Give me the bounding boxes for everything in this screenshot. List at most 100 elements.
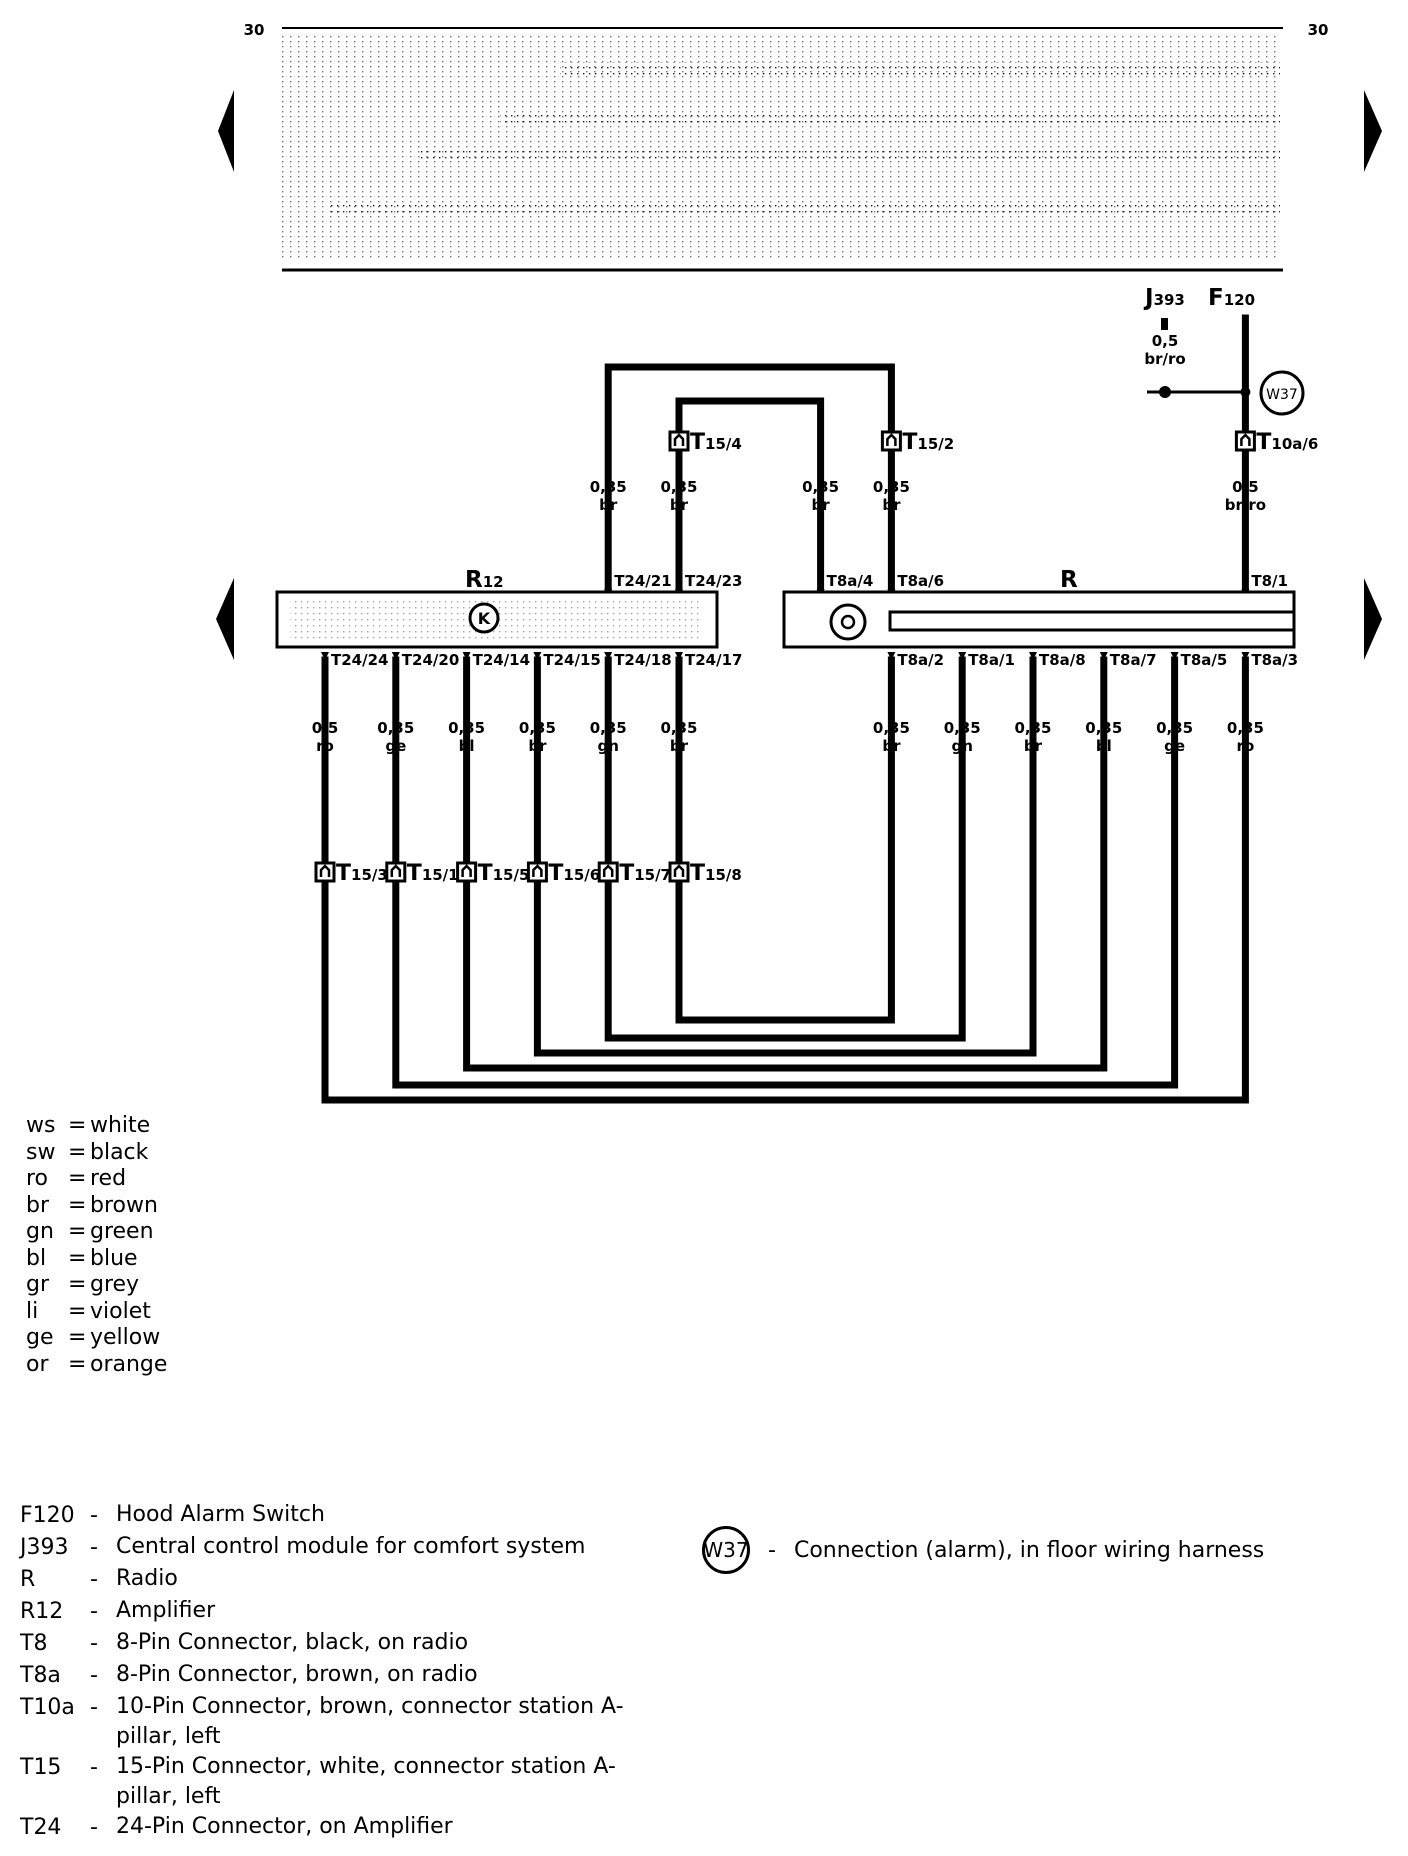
j393-stub-icon xyxy=(1161,318,1168,330)
color-code: gn xyxy=(26,1219,54,1244)
wire-color-label: br xyxy=(599,496,618,514)
legend-description: 8-Pin Connector, brown, on radio xyxy=(116,1662,478,1687)
t15-connector-icon xyxy=(314,861,336,883)
wire-size-label: 0,35 xyxy=(590,719,627,737)
amplifier-symbol-letter: K xyxy=(478,609,491,628)
legend-dash: - xyxy=(90,1535,98,1560)
color-name: brown xyxy=(90,1192,158,1218)
connector-label: T24/24 xyxy=(331,651,388,669)
connector-pin-icon xyxy=(675,652,683,660)
color-code: ws xyxy=(26,1113,56,1138)
wire-color-label: br xyxy=(812,496,831,514)
wire-loop-bottom xyxy=(675,656,895,1024)
legend-dash: - xyxy=(90,1631,98,1656)
legend-dash: - xyxy=(90,1815,98,1840)
legend-description: Central control module for comfort syste… xyxy=(116,1534,586,1559)
t15-connector-icon xyxy=(880,430,902,452)
color-code: sw xyxy=(26,1139,56,1165)
equals-sign: = xyxy=(68,1351,87,1377)
connector-label: T15/8 xyxy=(690,861,742,886)
connector-label: T24/14 xyxy=(473,651,530,669)
t15-connector-icon xyxy=(526,861,548,883)
legend-row: T8a-8-Pin Connector, brown, on radio xyxy=(20,1660,636,1692)
connector-pin-icon xyxy=(1029,652,1037,660)
color-key-row: or=orange xyxy=(26,1352,167,1379)
connector-label: T8a/1 xyxy=(968,651,1015,669)
legend-dash: - xyxy=(768,1537,776,1563)
connector-label: T8a/2 xyxy=(897,651,944,669)
legend-code: J393 xyxy=(20,1535,69,1560)
wire-size-label: 0,35 xyxy=(873,719,910,737)
wire-color-label: ro xyxy=(1237,737,1255,755)
connector-pin-icon xyxy=(321,652,329,660)
connector-label: T8a/4 xyxy=(827,572,874,590)
wire-loop-34-36 xyxy=(675,397,825,592)
legend-description: Amplifier xyxy=(116,1598,216,1623)
connector-label: T24/23 xyxy=(685,572,742,590)
legend-row: R-Radio xyxy=(20,1564,636,1596)
connector-label: T8a/7 xyxy=(1110,651,1157,669)
connector-pin-icon xyxy=(604,582,613,590)
legend-description: 15-Pin Connector, white, connector stati… xyxy=(116,1754,616,1809)
wire-color-label: br xyxy=(670,737,689,755)
color-key-row: ge=yellow xyxy=(26,1325,167,1352)
legend-description: Hood Alarm Switch xyxy=(116,1502,325,1527)
wire-loop-bottom xyxy=(604,656,966,1042)
wire-size-label: 0,35 xyxy=(873,478,910,496)
color-code: br xyxy=(26,1192,50,1218)
wire-color-label: br xyxy=(882,496,901,514)
wire-color-label: br xyxy=(1024,737,1043,755)
wire-size-label: 0,35 xyxy=(660,719,697,737)
connector-pin-icon xyxy=(604,652,613,660)
nav-left-arrow-icon[interactable] xyxy=(218,90,234,172)
legend-row: J393-Central control module for comfort … xyxy=(20,1532,636,1564)
wiring-diagram: 30 30 K R12 R J393 F12 xyxy=(216,21,1382,1104)
legend-code: T24 xyxy=(20,1815,62,1840)
w37-label: W37 xyxy=(1266,387,1298,403)
connector-pin-icon xyxy=(462,652,471,660)
color-name: grey xyxy=(90,1272,140,1297)
color-name: green xyxy=(90,1219,154,1244)
color-key-row: ws=white xyxy=(26,1113,167,1140)
equals-sign: = xyxy=(68,1139,87,1165)
color-name: orange xyxy=(90,1351,168,1377)
legend-dash: - xyxy=(90,1599,98,1624)
wire-size-label: 0,35 xyxy=(377,719,414,737)
nav-left-arrow-icon[interactable] xyxy=(216,578,234,660)
connector-label: T24/18 xyxy=(614,651,671,669)
wire-color-label: ge xyxy=(1164,737,1185,755)
connector-pin-icon xyxy=(1170,652,1179,660)
legend-description: 8-Pin Connector, black, on radio xyxy=(116,1630,469,1655)
connector-label: T24/21 xyxy=(614,572,671,590)
connector-pin-icon xyxy=(958,652,967,660)
t15-connector-icon xyxy=(1234,430,1256,452)
legend-row: T15-15-Pin Connector, white, connector s… xyxy=(20,1752,636,1812)
legend-row: T10a-10-Pin Connector, brown, connector … xyxy=(20,1692,636,1752)
wire-color-label: br xyxy=(882,737,901,755)
legend-code: R12 xyxy=(20,1599,64,1624)
connector-pin-icon xyxy=(887,582,896,590)
component-label-f120: F120 xyxy=(1208,285,1255,311)
amplifier-symbol-icon xyxy=(468,602,500,634)
connector-pin-icon xyxy=(1241,582,1250,590)
equals-sign: = xyxy=(68,1192,87,1218)
color-name: violet xyxy=(90,1298,151,1324)
wire-size-label: 0,5 xyxy=(1152,332,1179,350)
legend-row: R12 -Amplifier xyxy=(20,1596,636,1628)
connector-label: T15/5 xyxy=(478,861,530,886)
color-code: ro xyxy=(26,1166,49,1191)
connector-label: T15/6 xyxy=(548,861,600,886)
nav-right-arrow-icon[interactable] xyxy=(1364,578,1382,660)
top-stipple-band xyxy=(282,27,1283,272)
wire-loop-33-37 xyxy=(604,363,895,592)
wire-color-label: ro xyxy=(316,737,334,755)
wire-size-label: 0,35 xyxy=(1156,719,1193,737)
legend-code: T8a xyxy=(20,1663,61,1688)
connector-label: T24/20 xyxy=(402,651,459,669)
legend-dash: - xyxy=(90,1503,98,1528)
nav-right-arrow-icon[interactable] xyxy=(1364,90,1382,172)
t15-connector-icon xyxy=(597,861,619,883)
legend-row: T24-24-Pin Connector, on Amplifier xyxy=(20,1812,636,1844)
connector-pin-icon xyxy=(391,652,400,660)
legend-row: F120-Hood Alarm Switch xyxy=(20,1500,636,1532)
